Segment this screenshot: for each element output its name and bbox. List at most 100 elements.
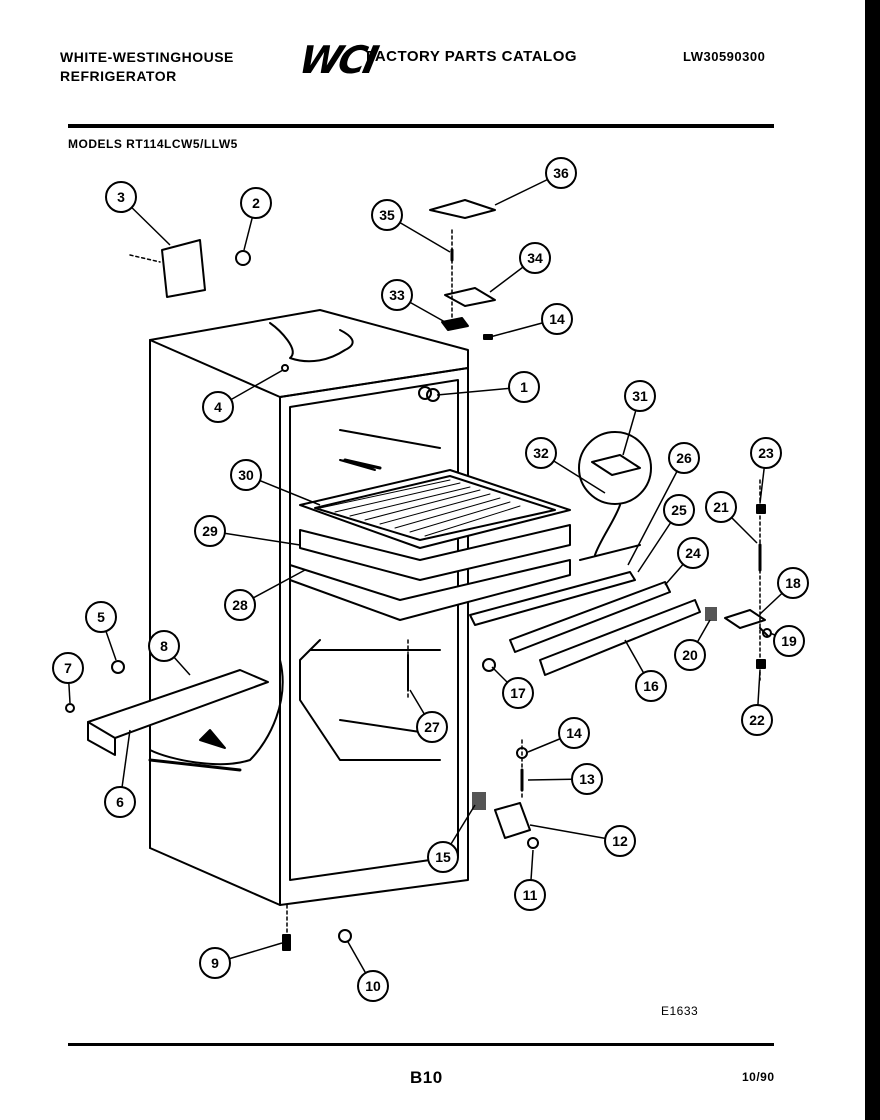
- page-number: B10: [410, 1068, 443, 1087]
- callout-bubble: [427, 841, 459, 873]
- callout-21: 21: [705, 491, 758, 544]
- callout-leader: [627, 457, 685, 566]
- hinge-parts: [705, 504, 772, 669]
- callout-bubble: [357, 970, 389, 1002]
- callout-number: 15: [435, 849, 451, 865]
- callout-bubble: [604, 825, 636, 857]
- callout-number: 25: [671, 502, 687, 518]
- callout-number: 27: [424, 719, 440, 735]
- product-type: REFRIGERATOR: [60, 68, 177, 84]
- callout-16: 16: [624, 639, 667, 702]
- callout-number: 20: [682, 647, 698, 663]
- callout-22: 22: [741, 669, 773, 736]
- callout-number: 18: [785, 575, 801, 591]
- callout-number: 14: [566, 725, 582, 741]
- callout-bubble: [571, 763, 603, 795]
- callout-bubble: [558, 717, 590, 749]
- callout-number: 17: [510, 685, 526, 701]
- callout-number: 26: [676, 450, 692, 466]
- cutaway-section: [148, 659, 284, 849]
- callout-number: 12: [612, 833, 628, 849]
- callout-bubble: [194, 515, 226, 547]
- freezer-shelf-assembly: [289, 429, 571, 621]
- callout-bubble: [224, 589, 256, 621]
- callout-bubble: [663, 494, 695, 526]
- callout-bubble: [416, 711, 448, 743]
- callout-bubble: [52, 652, 84, 684]
- callout-25: 25: [637, 494, 695, 573]
- callout-1: 1: [436, 371, 540, 403]
- callout-8: 8: [148, 630, 191, 676]
- callout-bubble: [519, 242, 551, 274]
- callout-number: 35: [379, 207, 395, 223]
- callout-bubble: [635, 670, 667, 702]
- left-bracket: [65, 660, 269, 756]
- callout-2: 2: [240, 187, 272, 251]
- figure-code: E1633: [661, 1004, 699, 1018]
- shelf-rails: [469, 544, 701, 676]
- callout-bubble: [741, 704, 773, 736]
- catalog-title: FACTORY PARTS CATALOG: [366, 48, 578, 65]
- callout-bubble: [85, 601, 117, 633]
- callout-number: 16: [643, 678, 659, 694]
- callout-bubble: [541, 303, 573, 335]
- page-edge: [865, 0, 880, 1120]
- footer-rule: [68, 1043, 774, 1046]
- callout-19: 19: [769, 625, 805, 657]
- callout-23: 23: [750, 437, 782, 504]
- callout-number: 33: [389, 287, 405, 303]
- callout-number: 24: [685, 545, 701, 561]
- callout-bubble: [624, 380, 656, 412]
- callout-number: 9: [211, 955, 219, 971]
- callout-bubble: [202, 391, 234, 423]
- bottom-parts: [282, 654, 539, 951]
- callout-30: 30: [230, 459, 321, 506]
- callout-34: 34: [489, 242, 551, 293]
- callout-15: 15: [427, 804, 476, 873]
- callout-bubble: [668, 442, 700, 474]
- callout-36: 36: [494, 157, 577, 206]
- callout-number: 11: [523, 887, 538, 903]
- callout-18: 18: [759, 567, 809, 615]
- callout-31: 31: [622, 380, 656, 456]
- callout-number: 3: [117, 189, 125, 205]
- callout-33: 33: [381, 279, 446, 323]
- callout-number: 7: [64, 660, 72, 676]
- detail-circle: [578, 431, 652, 556]
- callout-bubble: [777, 567, 809, 599]
- callout-number: 23: [758, 445, 774, 461]
- callout-11: 11: [514, 849, 546, 911]
- header-rule: [68, 124, 774, 128]
- callout-bubble: [750, 437, 782, 469]
- callout-10: 10: [347, 941, 389, 1002]
- callouts-layer: 1234567891011121314141516171819202122232…: [52, 157, 809, 1002]
- callout-bubble: [773, 625, 805, 657]
- callout-20: 20: [674, 619, 711, 671]
- callout-number: 21: [713, 499, 729, 515]
- callout-28: 28: [224, 569, 306, 621]
- callout-number: 31: [632, 388, 648, 404]
- callout-bubble: [705, 491, 737, 523]
- callout-5: 5: [85, 601, 117, 661]
- callout-6: 6: [104, 729, 136, 818]
- callout-bubble: [502, 677, 534, 709]
- callout-number: 13: [579, 771, 595, 787]
- callout-14: 14: [489, 303, 573, 338]
- revision-date: 10/90: [742, 1070, 775, 1084]
- callout-number: 14: [549, 311, 565, 327]
- callout-bubble: [381, 279, 413, 311]
- callout-number: 5: [97, 609, 105, 625]
- callout-number: 19: [781, 633, 797, 649]
- document-number: LW30590300: [683, 49, 766, 64]
- callout-29: 29: [194, 515, 301, 547]
- callout-number: 28: [232, 597, 248, 613]
- callout-bubble: [148, 630, 180, 662]
- callout-3: 3: [105, 181, 171, 246]
- callout-bubble: [199, 947, 231, 979]
- callout-bubble: [674, 639, 706, 671]
- callout-27: 27: [409, 689, 448, 743]
- callout-26: 26: [627, 442, 700, 566]
- models-line: MODELS RT114LCW5/LLW5: [68, 137, 238, 151]
- callout-bubble: [514, 879, 546, 911]
